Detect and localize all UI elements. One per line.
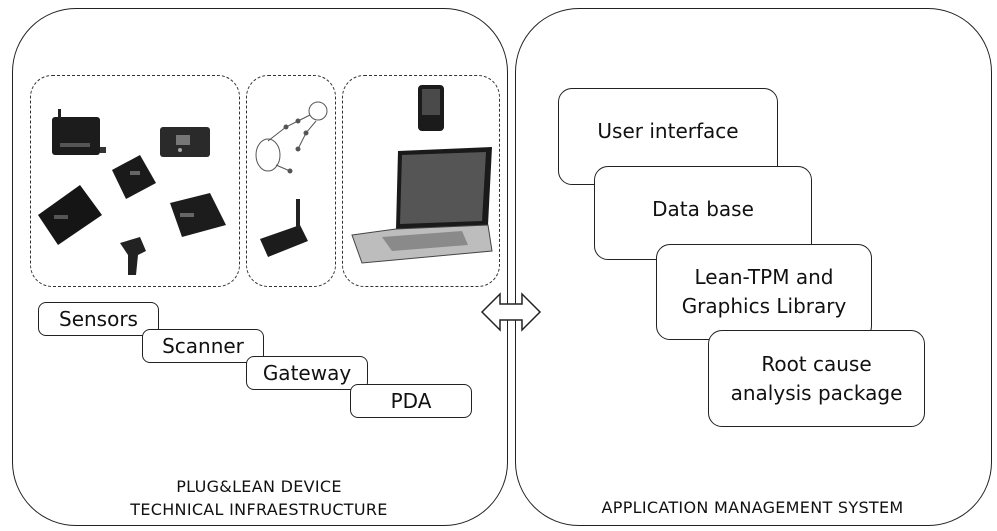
gateway-label: Gateway [246, 356, 368, 390]
pda-label: PDA [350, 384, 472, 418]
computer-group [342, 75, 500, 287]
sensors-group [30, 75, 240, 287]
network-diagram-icon [255, 101, 328, 174]
root-cause-line-2: analysis package [730, 380, 903, 405]
double-arrow-icon [480, 292, 542, 332]
root-cause-box: Root cause analysis package [708, 330, 925, 427]
scanner-label: Scanner [142, 329, 264, 363]
sensor-device-4 [38, 185, 102, 245]
sensor-devices-image [38, 109, 226, 275]
sensor-device-2 [160, 127, 210, 157]
lean-tpm-line-1: Lean-TPM and [694, 265, 834, 289]
gateway-device [260, 199, 308, 257]
caption-line-1: PLUG&LEAN DEVICE [176, 477, 342, 496]
laptop-computer [351, 147, 493, 264]
right-panel-caption: APPLICATION MANAGEMENT SYSTEM [601, 498, 904, 517]
sensor-device-1 [52, 109, 106, 155]
sensor-device-5 [170, 193, 226, 237]
data-base-label: Data base [652, 196, 754, 221]
sensor-device-3 [112, 155, 156, 199]
left-panel-caption: PLUG&LEAN DEVICE TECHNICAL INFRAESTRUCTU… [12, 477, 506, 519]
caption-line-2: TECHNICAL INFRAESTRUCTURE [130, 500, 388, 519]
barcode-scanner [120, 237, 146, 275]
root-cause-line-1: Root cause [761, 351, 872, 376]
lean-tpm-box: Lean-TPM and Graphics Library [656, 244, 872, 340]
lean-tpm-line-2: Graphics Library [681, 294, 847, 318]
sensors-label: Sensors [38, 302, 159, 336]
network-group [246, 75, 336, 287]
pda-device [418, 85, 444, 131]
computer-devices-image [351, 85, 493, 264]
gateway-devices-image [255, 101, 328, 257]
